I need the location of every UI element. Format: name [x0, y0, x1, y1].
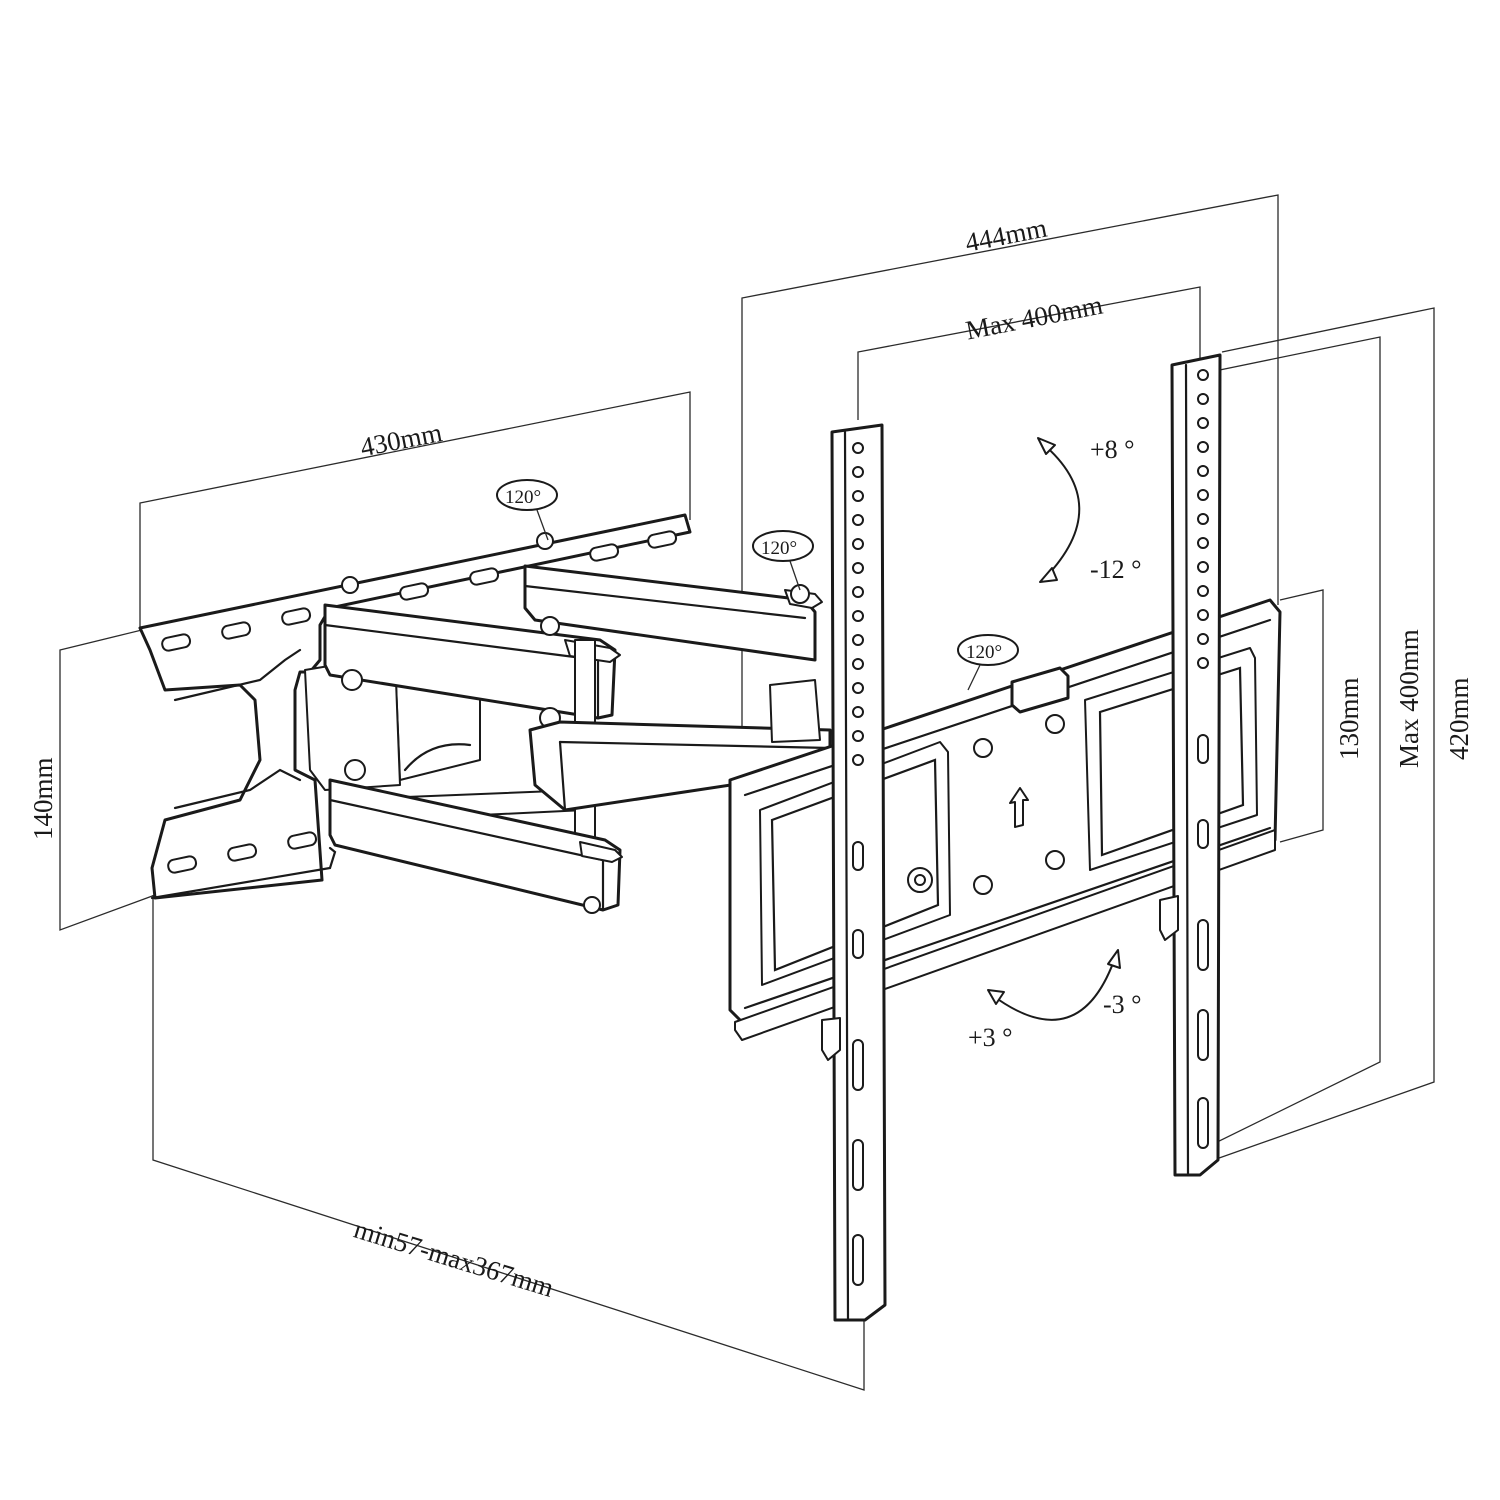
right-rail-holes: [1197, 369, 1209, 1149]
vesa-screw-hole: [973, 875, 993, 895]
arm-bolt: [341, 669, 363, 691]
dim-label-430: 430mm: [358, 417, 445, 462]
vesa-screw-hole: [973, 738, 993, 758]
rotation-label-wall: 120°: [505, 487, 541, 508]
right-rail-body: [1170, 353, 1222, 1177]
left-rail-holes: [852, 442, 864, 1286]
level-arrow-icon: [991, 954, 1117, 1021]
up-arrow-icon: [1009, 787, 1029, 828]
rotate-icon: [496, 479, 558, 511]
lower-front-arm-body: [328, 778, 622, 912]
head-arm: [528, 679, 832, 812]
dimension-lines: [59, 194, 1435, 1391]
dim-label-420: 420mm: [1444, 677, 1474, 760]
tilt-knob-center: [914, 874, 926, 886]
dim-label-140: 140mm: [28, 757, 58, 840]
right-vesa-rail: [1159, 353, 1222, 1177]
upper-back-arm: [523, 564, 823, 662]
left-rail-flange: [843, 430, 850, 1322]
rotation-label-head: 120°: [966, 642, 1002, 663]
wall-plate-inner-bend: [173, 648, 302, 702]
left-vesa-rail: [821, 423, 887, 1322]
rotation-badge-arm: 120°: [752, 530, 814, 591]
wall-plate-slot: [167, 855, 198, 874]
dim-label-vesa-h: Max 400mm: [963, 290, 1105, 346]
head-arm-edge: [558, 740, 832, 750]
lower-front-arm-cap: [579, 841, 623, 863]
dim-label-extension: min57-max367mm: [350, 1214, 557, 1303]
rotate-icon: [957, 634, 1019, 666]
dim-line-vesa-v: [1204, 336, 1381, 1149]
dim-label-vesa-v: Max 400mm: [1394, 629, 1424, 768]
vesa-screw-hole: [1045, 850, 1065, 870]
wall-plate: [138, 513, 692, 900]
rotation-badge-wall: 120°: [496, 479, 558, 541]
arm-bolt: [540, 616, 560, 636]
level-minus-label: -3 °: [1103, 990, 1142, 1019]
inner-bracket-curve: [403, 743, 472, 772]
wall-plate-slot: [647, 530, 678, 549]
tilt-arrow-icon: [1041, 442, 1081, 579]
rotation-label-arm: 120°: [761, 538, 797, 559]
vesa-screw-hole: [1045, 714, 1065, 734]
wall-plate-slot: [281, 607, 312, 626]
wall-plate-slot: [287, 831, 318, 850]
tilt-down-label: -12 °: [1090, 555, 1142, 584]
tilt-indicator: +8 ° -12 °: [1037, 435, 1142, 584]
upper-back-arm-edge: [523, 584, 807, 620]
arm-bolt: [583, 896, 601, 914]
level-indicator: +3 ° -3 °: [968, 949, 1142, 1052]
rotate-icon: [752, 530, 814, 562]
tilt-up-label: +8 °: [1090, 435, 1135, 464]
right-rail-flange: [1184, 363, 1190, 1177]
wall-plate-bolt: [341, 576, 359, 594]
head-arm-edge-2: [558, 740, 567, 812]
dim-line-420: [1204, 307, 1435, 1164]
dim-line-444: [741, 194, 1279, 752]
dim-label-444: 444mm: [963, 213, 1050, 258]
dim-line-430: [139, 391, 691, 630]
wall-plate-bolt: [536, 532, 554, 550]
right-rail-foot: [1159, 895, 1179, 941]
level-lock: [1010, 666, 1070, 714]
dim-label-130: 130mm: [1334, 677, 1364, 760]
wall-plate-slot: [589, 543, 620, 562]
head-pivot-block: [769, 679, 821, 743]
wall-plate-inner-bend-low: [173, 768, 302, 810]
lower-front-arm: [328, 759, 623, 914]
dim-line-extension: [152, 895, 865, 1391]
arm-bolt: [790, 584, 810, 604]
dim-line-130: [1279, 589, 1324, 843]
arm-bolt: [344, 759, 366, 781]
wall-plate-slot: [227, 843, 258, 862]
dim-line-vesa-h: [857, 286, 1201, 420]
wall-plate-slot: [469, 567, 500, 586]
wall-plate-slot: [399, 582, 430, 601]
wall-plate-slot: [221, 621, 252, 640]
wall-plate-edge: [150, 846, 337, 900]
rotation-badge-head: 120°: [957, 634, 1019, 691]
level-plus-label: +3 °: [968, 1023, 1013, 1052]
dim-line-140: [59, 627, 156, 931]
left-rail-foot: [821, 1017, 841, 1061]
wall-plate-slot: [161, 633, 192, 652]
